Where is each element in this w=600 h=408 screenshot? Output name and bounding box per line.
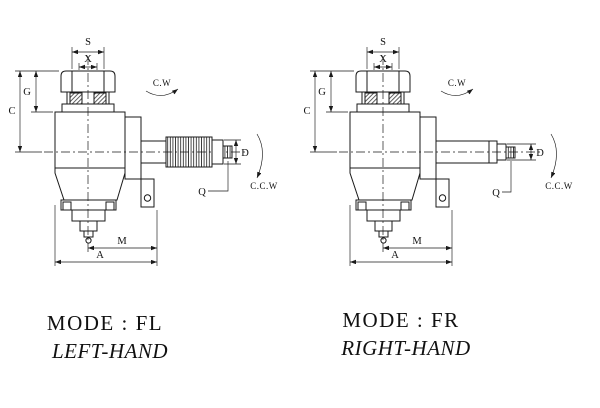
ccw-label: C.C.W: [250, 181, 278, 191]
bottom-flange-stack: [60, 199, 117, 244]
figure-fr-common-geometry: [303, 37, 541, 266]
caption-mode-fl: MODE : FL: [47, 311, 163, 335]
fl-spline-tip: [222, 145, 233, 159]
dim-s: S: [71, 37, 105, 69]
dim-d-fr: D: [507, 143, 544, 161]
cw-rotation-arrow: C.W: [145, 78, 179, 96]
caption-hand-fl: LEFT-HAND: [51, 339, 168, 363]
spindle-nut: [60, 70, 116, 113]
ccw-rotation-arrow: C.C.W: [250, 133, 278, 191]
caption-hand-fr: RIGHT-HAND: [340, 336, 470, 360]
fl-threaded-section: [165, 136, 213, 168]
fr-spline-tip: [505, 146, 516, 159]
dim-m: M: [88, 210, 158, 266]
q-leader-fr: Q: [492, 161, 512, 199]
cw-label: C.W: [153, 78, 171, 88]
dim-c: C: [8, 71, 42, 153]
fl-shaft-collar: [211, 139, 224, 165]
output-flange: [124, 116, 142, 180]
dim-g: G: [15, 70, 59, 113]
bottom-stud: [85, 237, 92, 244]
gear-body: [54, 111, 142, 201]
q-leader: Q: [198, 161, 229, 198]
dim-label-a: A: [96, 250, 104, 261]
dim-label-g: G: [23, 87, 31, 98]
ccw-rotation-arrow-fr: C.C.W: [545, 133, 573, 191]
dim-a: A: [54, 205, 157, 266]
dim-label-q: Q: [198, 187, 206, 198]
dim-label-d: D: [241, 148, 249, 159]
dim-d: D: [224, 139, 249, 165]
fl-shaft-assembly: D Q C.C.W: [140, 133, 278, 198]
dim-label-d-fr: D: [536, 148, 544, 159]
clamp-bolt-left: [69, 92, 83, 105]
dim-label-q-fr: Q: [492, 188, 500, 199]
dim-x: X: [78, 54, 98, 70]
centerlines: [44, 56, 246, 252]
clamp-bolt-right: [93, 92, 107, 105]
clamp-bracket: [140, 178, 155, 208]
dim-label-c: C: [8, 106, 15, 117]
ccw-label-fr: C.C.W: [545, 181, 573, 191]
bracket-hole: [143, 194, 152, 202]
dim-label-s: S: [85, 37, 91, 48]
dim-label-m: M: [117, 236, 127, 247]
caption-mode-fr: MODE : FR: [342, 308, 459, 332]
dim-label-x: X: [84, 54, 92, 65]
fr-shaft-assembly: D Q C.C.W: [435, 133, 573, 199]
